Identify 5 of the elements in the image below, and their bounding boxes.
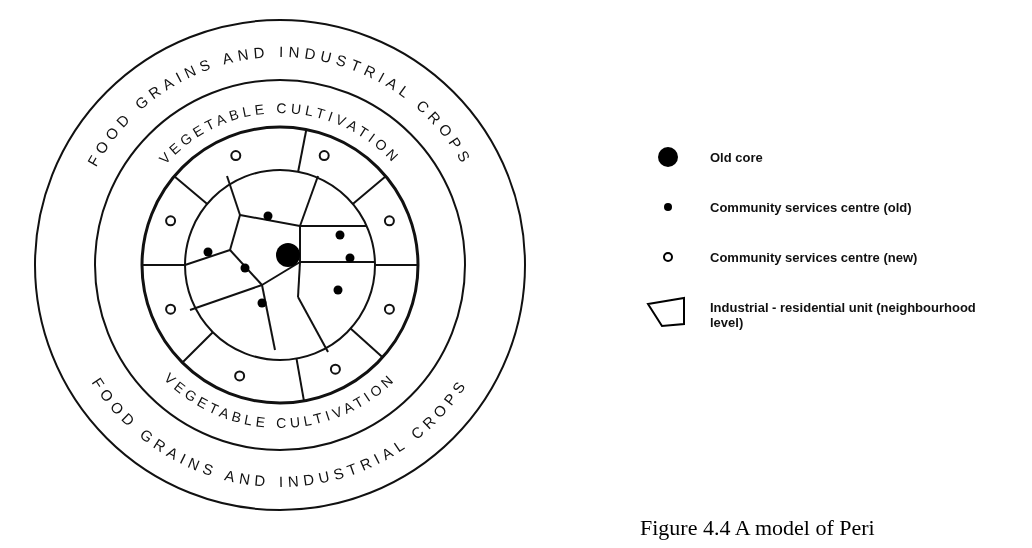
legend-text: Community services centre (old) xyxy=(710,200,913,215)
legend-text: Community services centre (new) xyxy=(710,250,919,265)
legend-text: Old core xyxy=(710,150,764,165)
legend-text: Industrial - residential unit (neighbourhood level) xyxy=(710,300,977,330)
figure-caption: Figure 4.4 A model of Peri xyxy=(640,515,875,541)
